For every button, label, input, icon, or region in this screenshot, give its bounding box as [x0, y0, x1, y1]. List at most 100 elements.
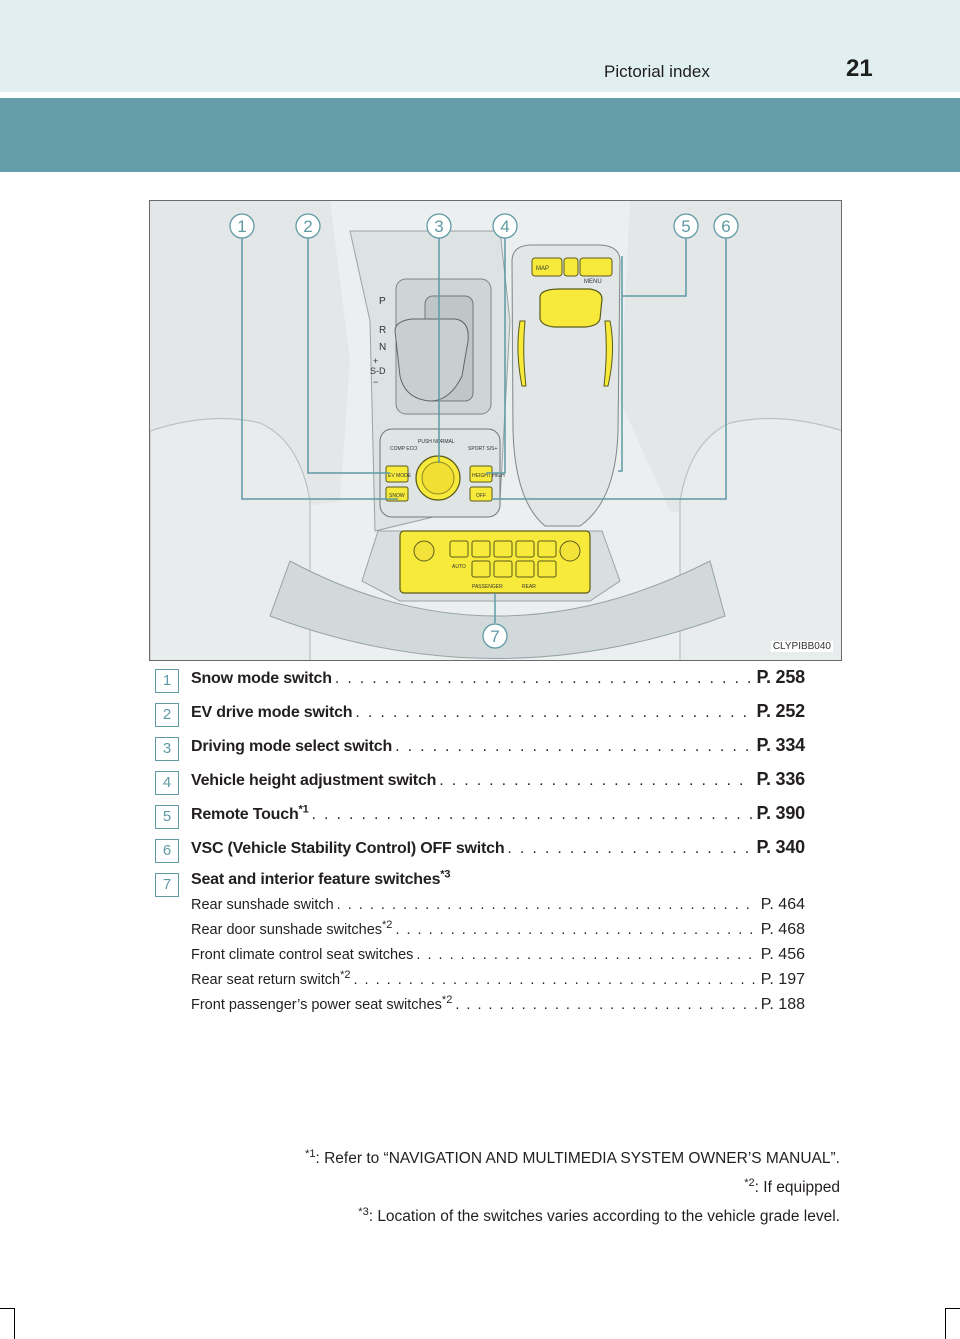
callout-1: 1	[237, 217, 246, 236]
footnote-ref: *1	[298, 803, 309, 816]
footnote-ref: *2	[340, 969, 351, 982]
footnote-text: : If equipped	[754, 1179, 840, 1196]
index-entry: 5 Remote Touch*1 P. 390	[155, 799, 805, 833]
sub-entry: Rear door sunshade switches*2 P. 468	[191, 919, 805, 946]
figure-code: CLYPIBB040	[770, 641, 833, 652]
sub-entry-page-link[interactable]: P. 468	[760, 921, 805, 938]
sub-entry-label: Rear sunshade switch	[191, 897, 334, 913]
sub-entry-label: Front passenger’s power seat switches*2	[191, 994, 453, 1013]
leader-dots	[395, 922, 757, 938]
entry-number: 1	[155, 669, 179, 693]
push-normal-label: PUSH NORMAL	[418, 439, 455, 445]
leader-line-4	[486, 237, 506, 474]
crop-mark	[0, 1308, 15, 1309]
leader-line-1	[241, 237, 398, 500]
sub-entries: Rear sunshade switch P. 464 Rear door sun…	[191, 896, 805, 1021]
entry-number: 3	[155, 737, 179, 761]
rear-label: REAR	[522, 584, 536, 590]
sub-entry: Rear sunshade switch P. 464	[191, 896, 805, 921]
shift-sd: S-D	[370, 366, 386, 376]
index-entries: 1 Snow mode switch P. 258 2 EV drive mode…	[155, 663, 805, 901]
sub-entry: Rear seat return switch*2 P. 197	[191, 969, 805, 996]
entry-label: Remote Touch*1	[191, 803, 309, 823]
index-entry: 6 VSC (Vehicle Stability Control) OFF sw…	[155, 833, 805, 867]
footnote: *2: If equipped	[305, 1173, 840, 1202]
sub-entry-page-link[interactable]: P. 197	[760, 971, 805, 988]
shift-minus: −	[373, 377, 378, 387]
off-label: OFF	[476, 493, 486, 499]
sub-entry-page-link[interactable]: P. 456	[760, 946, 805, 963]
leader-dots	[354, 972, 758, 988]
header-bar	[0, 98, 960, 172]
leader-bracket-5	[618, 256, 623, 472]
index-entry: 1 Snow mode switch P. 258	[155, 663, 805, 697]
entry-number: 6	[155, 839, 179, 863]
leader-dots	[337, 897, 758, 913]
header-band: Pictorial index 21	[0, 0, 960, 92]
entry-label: EV drive mode switch	[191, 704, 353, 721]
leader-dots	[395, 738, 753, 756]
entry-label: Snow mode switch	[191, 670, 332, 687]
index-entry: 3 Driving mode select switch P. 334	[155, 731, 805, 765]
map-label: MAP	[536, 266, 549, 272]
callout-6: 6	[721, 217, 730, 236]
shift-p: P	[379, 296, 386, 307]
index-entry: 7 Seat and interior feature switches*3	[155, 867, 805, 901]
callout-7: 7	[490, 627, 499, 646]
entry-number: 2	[155, 703, 179, 727]
callout-3: 3	[434, 217, 443, 236]
sub-entry-label: Front climate control seat switches	[191, 947, 414, 963]
entry-page-link[interactable]: P. 390	[756, 803, 805, 823]
leader-dots	[455, 997, 757, 1013]
sub-entry-label: Rear door sunshade switches*2	[191, 919, 393, 938]
entry-number: 7	[155, 873, 179, 897]
callout-5: 5	[681, 217, 690, 236]
entry-page-link[interactable]: P. 258	[756, 667, 805, 687]
footnote: *1: Refer to “NAVIGATION AND MULTIMEDIA …	[305, 1144, 840, 1173]
console-drawing: P R N + S-D − COMP ECO PUSH NORMAL SPORT…	[150, 201, 841, 660]
index-entry: 4 Vehicle height adjustment switchP. 336	[155, 765, 805, 799]
index-entry: 2 EV drive mode switch P. 252	[155, 697, 805, 731]
entry-page-link[interactable]: P. 336	[756, 769, 805, 789]
footnote-ref: *2	[382, 919, 393, 932]
entry-label: Driving mode select switch	[191, 738, 393, 755]
ev-mode-label: EV MODE	[388, 473, 412, 479]
leader-line-5	[622, 237, 687, 297]
entry-page-link[interactable]: P. 252	[756, 701, 805, 721]
sub-entry-label: Rear seat return switch*2	[191, 969, 351, 988]
shift-n: N	[379, 342, 386, 353]
passenger-label: PASSENGER	[472, 584, 503, 590]
footnote-text: : Refer to “NAVIGATION AND MULTIMEDIA SY…	[315, 1150, 841, 1167]
footnote: *3: Location of the switches varies acco…	[305, 1202, 840, 1231]
sub-entry-page-link[interactable]: P. 464	[760, 896, 805, 913]
shift-plus: +	[373, 356, 378, 366]
footnote-mark: *2	[744, 1176, 755, 1189]
sub-entry-page-link[interactable]: P. 188	[760, 996, 805, 1013]
entry-label: Vehicle height adjustment switch	[191, 772, 437, 789]
leader-dots	[416, 947, 757, 963]
entry-page-link[interactable]: P. 340	[756, 837, 805, 857]
entry-label: VSC (Vehicle Stability Control) OFF swit…	[191, 840, 505, 857]
callout-4: 4	[500, 217, 509, 236]
leader-dots	[439, 772, 753, 790]
entry-page-link[interactable]: P. 334	[756, 735, 805, 755]
height-high-label: HEIGHT HIGH	[472, 473, 505, 479]
sport-label: SPORT S/S+	[468, 446, 497, 452]
crop-mark	[14, 1308, 15, 1339]
snow-label: SNOW	[389, 493, 405, 499]
crop-mark	[945, 1308, 960, 1309]
leader-dots	[507, 840, 753, 858]
leader-dots	[355, 704, 753, 722]
footnote-text: : Location of the switches varies accord…	[368, 1208, 840, 1225]
entry-number: 5	[155, 805, 179, 829]
callout-2: 2	[303, 217, 312, 236]
footnote-ref: *2	[441, 994, 453, 1007]
page-number: 21	[846, 55, 873, 82]
leader-line-2	[307, 237, 390, 474]
sub-entry: Front climate control seat switches P. 45…	[191, 946, 805, 971]
comp-eco-label: COMP ECO	[390, 446, 417, 452]
header-title: Pictorial index	[604, 62, 710, 81]
sub-entry: Front passenger’s power seat switches*2 P…	[191, 994, 805, 1021]
shift-r: R	[379, 325, 386, 336]
panel-auto-label: AUTO	[452, 564, 466, 570]
